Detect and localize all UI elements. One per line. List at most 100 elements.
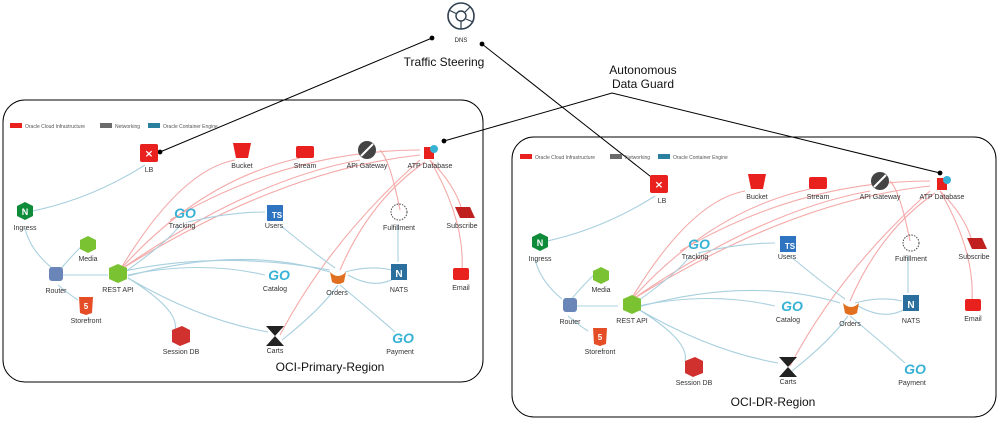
atp-database-icon: [424, 147, 434, 159]
media-node[interactable]: Media: [591, 267, 611, 294]
tracking-node[interactable]: GO Tracking: [169, 205, 196, 230]
tracking-label: Tracking: [682, 254, 709, 261]
lb-label: LB: [658, 198, 667, 205]
bucket-node[interactable]: Bucket: [231, 143, 253, 170]
svg-text:N: N: [907, 300, 914, 311]
session-db-label: Session DB: [676, 380, 713, 387]
email-node[interactable]: Email: [964, 299, 982, 323]
svg-text:⨯: ⨯: [145, 149, 153, 160]
subscribe-node[interactable]: Subscribe: [958, 238, 990, 261]
router-node[interactable]: Router: [559, 298, 581, 326]
users-node[interactable]: TS Users: [265, 205, 284, 230]
nats-node[interactable]: N NATS: [902, 295, 920, 325]
java-icon: [330, 272, 346, 284]
ingress-icon: [532, 233, 548, 251]
tracking-node[interactable]: GO Tracking: [682, 236, 710, 261]
catalog-node[interactable]: GO Catalog: [776, 298, 803, 324]
api-gateway-node[interactable]: API Gateway: [347, 141, 388, 170]
data-guard-line2: Data Guard: [612, 77, 674, 91]
payment-label: Payment: [386, 349, 414, 356]
svg-text:TS: TS: [272, 211, 283, 220]
orders-node[interactable]: Orders: [326, 272, 348, 297]
orders-node[interactable]: Orders: [839, 303, 861, 328]
go-icon: GO: [688, 236, 710, 252]
lb-node[interactable]: ⨯ LB: [650, 175, 668, 205]
bucket-node[interactable]: Bucket: [746, 174, 768, 201]
catalog-label: Catalog: [776, 317, 800, 324]
bucket-label: Bucket: [231, 163, 252, 170]
bucket-icon: [233, 143, 251, 158]
stream-icon: [296, 146, 314, 158]
subscribe-node[interactable]: Subscribe: [446, 207, 478, 230]
payment-node[interactable]: GO Payment: [386, 330, 414, 356]
subscribe-icon: [967, 238, 987, 249]
go-icon: GO: [174, 205, 196, 221]
email-node[interactable]: Email: [452, 268, 470, 292]
router-label: Router: [45, 288, 67, 295]
carts-node[interactable]: Carts: [779, 357, 797, 386]
legend-oke-label: Oracle Container Engine: [163, 124, 218, 130]
lb-icon: [650, 175, 668, 193]
html5-icon: [79, 297, 93, 315]
ingress-node[interactable]: N Ingress: [529, 233, 552, 263]
data-guard-line: [441, 92, 943, 176]
session-db-node[interactable]: Session DB: [163, 326, 200, 356]
html5-icon: [593, 328, 607, 346]
lb-label: LB: [145, 167, 154, 174]
stream-node[interactable]: Stream: [294, 146, 317, 170]
rest-api-node[interactable]: REST API: [616, 295, 648, 325]
media-node[interactable]: Media: [78, 236, 98, 263]
global-connections: [157, 35, 943, 183]
svg-text:5: 5: [598, 333, 603, 342]
rest-api-label: REST API: [102, 287, 133, 294]
storefront-node[interactable]: 5 Storefront: [71, 297, 102, 325]
legend: Oracle Cloud Infrastructure Networking O…: [10, 123, 218, 130]
carts-node[interactable]: Carts: [266, 326, 284, 355]
dr-region: Oracle Cloud Infrastructure Networking O…: [520, 154, 990, 409]
primary-region: Oracle Cloud Infrastructure Networking O…: [10, 123, 478, 374]
stream-label: Stream: [294, 163, 317, 170]
ingress-node[interactable]: N Ingress: [14, 202, 37, 232]
email-label: Email: [964, 316, 982, 323]
catalog-label: Catalog: [263, 286, 287, 293]
email-icon: [965, 299, 981, 311]
users-label: Users: [265, 223, 284, 230]
dns-node[interactable]: DNS: [447, 2, 475, 44]
storefront-node[interactable]: 5 Storefront: [585, 328, 616, 356]
go-icon: GO: [268, 267, 290, 283]
orders-label: Orders: [326, 290, 348, 297]
router-node[interactable]: Router: [45, 267, 67, 295]
stream-icon: [809, 177, 827, 189]
rest-api-icon: [623, 295, 641, 314]
fulfillment-node[interactable]: Fulfillment: [895, 234, 927, 263]
nats-icon: [903, 295, 919, 311]
payment-label: Payment: [898, 380, 926, 387]
nats-label: NATS: [902, 318, 920, 325]
rest-api-icon: [109, 264, 127, 283]
email-icon: [453, 268, 469, 280]
router-label: Router: [559, 319, 581, 326]
atp-database-node[interactable]: ATP Database: [408, 145, 453, 170]
subscribe-label: Subscribe: [958, 254, 989, 261]
rest-api-node[interactable]: REST API: [102, 264, 134, 294]
traffic-steering-label: Traffic Steering: [404, 55, 485, 69]
lb-node[interactable]: ⨯ LB: [140, 144, 158, 174]
payment-node[interactable]: GO Payment: [898, 361, 926, 387]
session-db-node[interactable]: Session DB: [676, 357, 713, 387]
svg-text:TS: TS: [785, 242, 796, 251]
api-gateway-node[interactable]: API Gateway: [860, 172, 901, 201]
go-icon: GO: [781, 298, 803, 314]
media-icon: [80, 236, 96, 253]
fulfillment-node[interactable]: Fulfillment: [383, 203, 415, 232]
lb-icon: [140, 144, 158, 162]
legend: Oracle Cloud Infrastructure Networking O…: [520, 154, 728, 161]
session-db-label: Session DB: [163, 349, 200, 356]
java-icon: [843, 303, 859, 315]
users-node[interactable]: TS Users: [778, 236, 797, 261]
dns-to-primary-lb-line: [157, 35, 435, 155]
atp-database-node[interactable]: ATP Database: [920, 176, 965, 201]
nats-node[interactable]: N NATS: [390, 264, 408, 294]
catalog-node[interactable]: GO Catalog: [263, 267, 290, 293]
stream-node[interactable]: Stream: [807, 177, 830, 201]
